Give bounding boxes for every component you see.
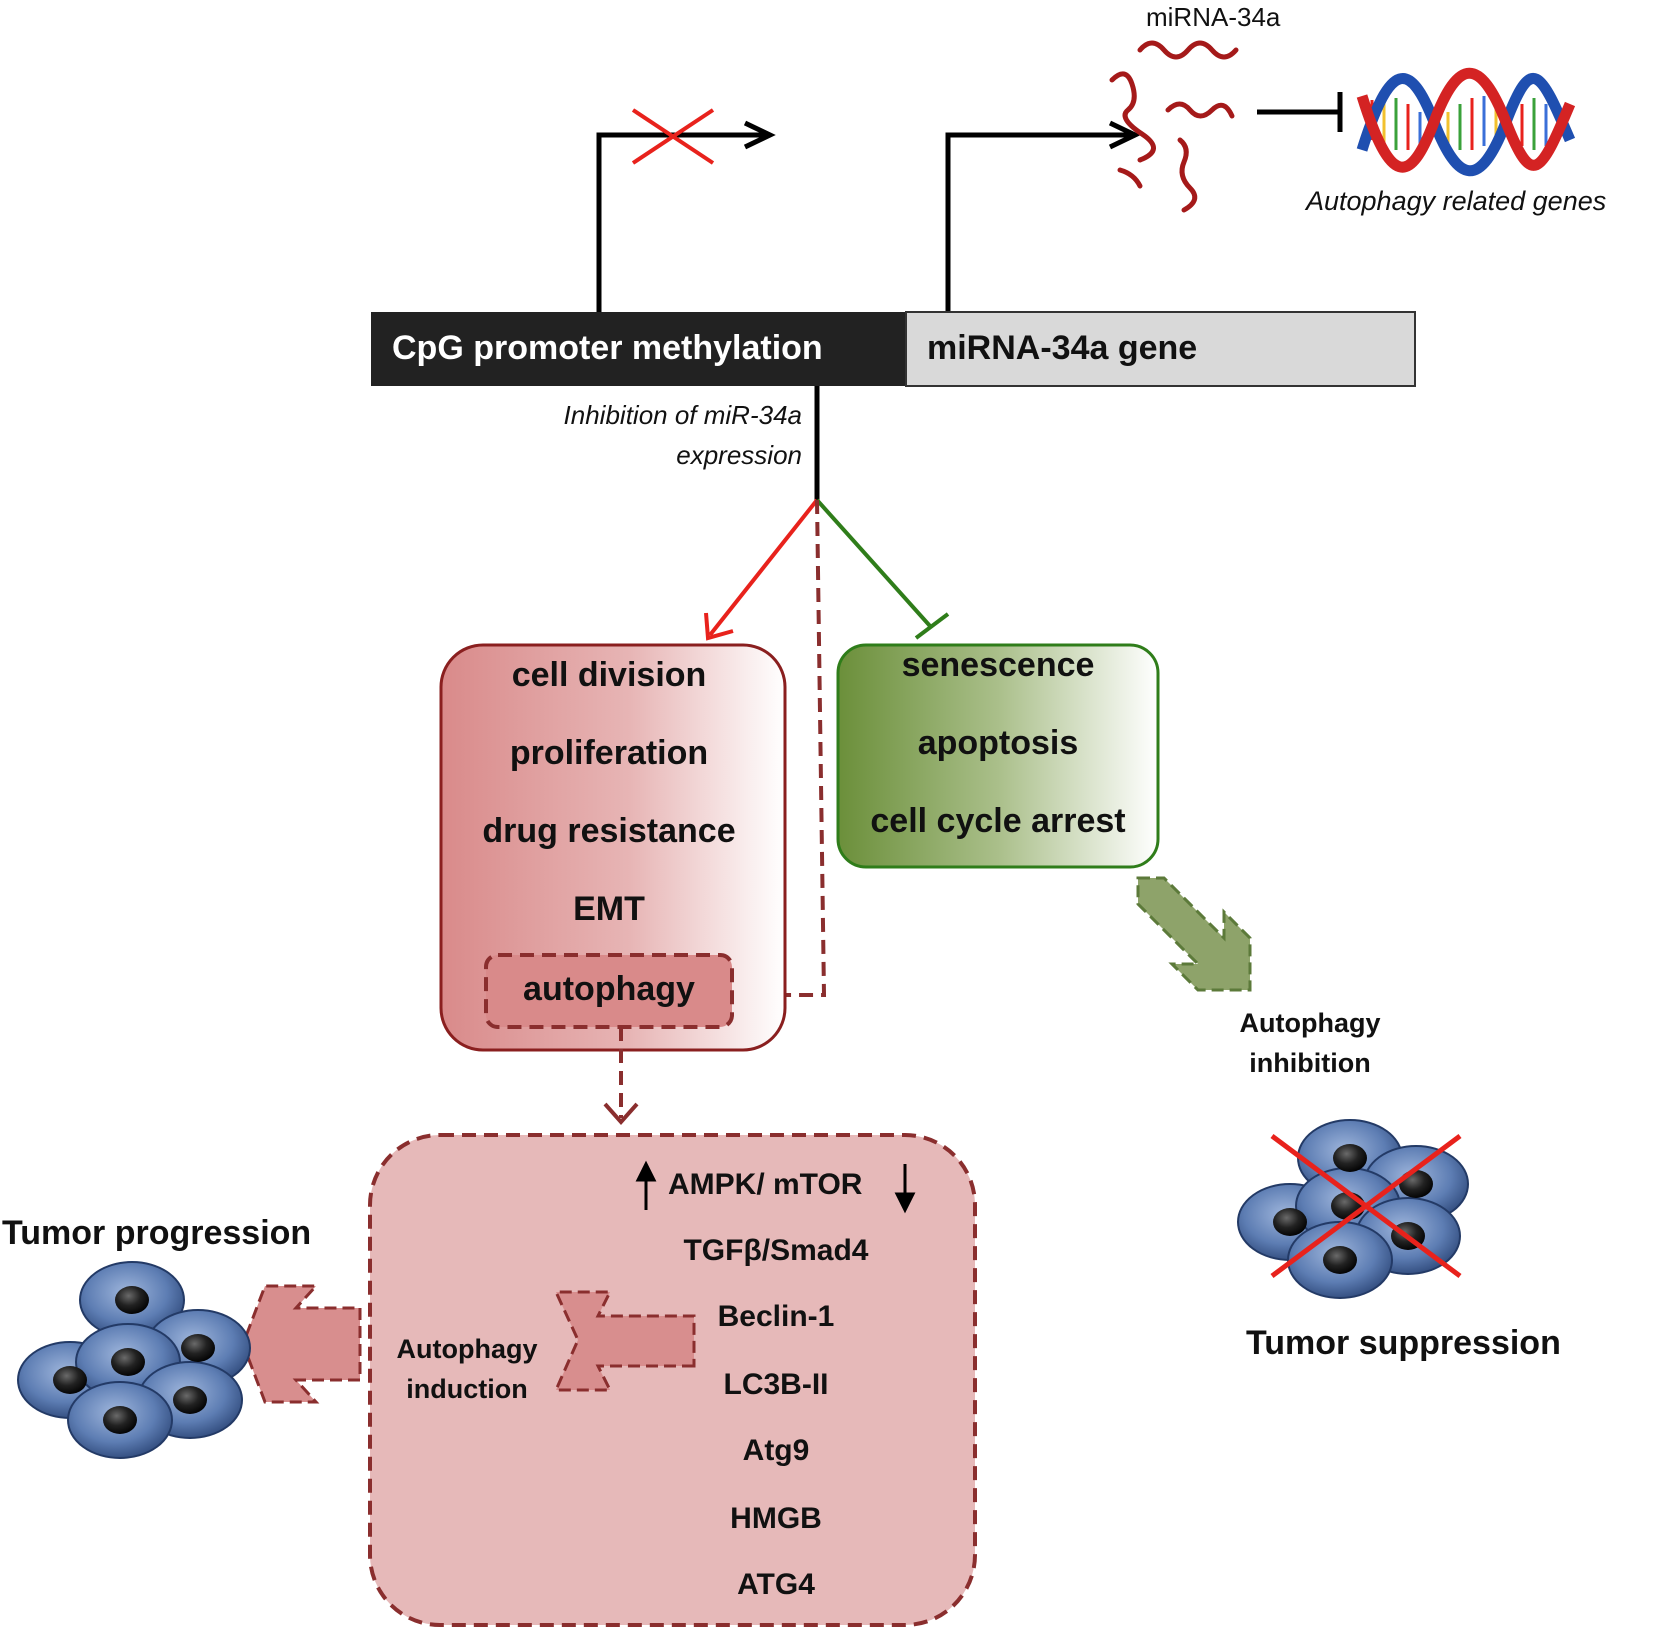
mirna-squiggle-icon [1109,40,1239,213]
up-arrow-icon [635,1160,657,1210]
suppressed-process: senescence [901,646,1095,684]
methylation-label: CpG promoter methylation [392,329,823,367]
autophagy-inhibition-line1: Autophagy [1239,1008,1381,1038]
down-arrow-icon [894,1164,916,1214]
pathway-marker: LC3B-II [723,1368,829,1401]
inhibition-arrow [815,498,950,640]
pathway-marker: ATG4 [737,1568,815,1601]
suppressed-tumor-cluster-icon [1237,1119,1469,1299]
suppression-cross-icon [1270,1133,1462,1279]
promoted-process: EMT [573,890,645,928]
suppressed-process: cell cycle arrest [870,802,1126,840]
pathway-marker: Atg9 [742,1434,810,1467]
pathway-markers-box [368,1133,977,1627]
tumor-cluster-icon [17,1261,251,1459]
gene-bar [905,311,1416,387]
activation-arrow [704,498,819,641]
blocked-cross-icon [631,108,715,165]
suppressed-processes-box [836,643,1160,869]
promoted-process: cell division [511,656,707,694]
tumor-suppression-label: Tumor suppression [1246,1324,1561,1362]
autophagy-induction-line2: induction [406,1374,528,1404]
promoted-processes-box [439,643,787,1052]
gene-label: miRNA-34a gene [927,329,1198,367]
pathway-marker: TGFβ/Smad4 [683,1234,869,1267]
inhibition-note-line1: Inhibition of miR-34a [563,400,802,430]
blocked-transcription-arrow [596,120,776,312]
promoted-process-autophagy: autophagy [523,970,695,1008]
mirna-label: miRNA-34a [1146,2,1281,32]
pathway-marker: Beclin-1 [717,1300,835,1333]
autophagy-inhibition-arrow [1136,876,1252,992]
suppressed-process: apoptosis [917,724,1079,762]
autophagy-genes-label: Autophagy related genes [1306,186,1607,216]
progression-arrow [241,1284,362,1404]
active-transcription-arrow [945,120,1141,312]
pathway-marker: HMGB [730,1502,822,1535]
autophagy-down-arrow [603,1027,639,1126]
induction-arrow [553,1290,696,1392]
inhibition-bar-to-dna [1257,92,1343,132]
autophagy-highlight-box [484,953,734,1029]
promoted-process: drug resistance [482,812,736,850]
autophagy-inhibition-line2: inhibition [1249,1048,1371,1078]
ampk-mtor-label: AMPK/ mTOR [668,1168,863,1201]
promoted-process: proliferation [509,734,709,772]
autophagy-induction-line1: Autophagy [396,1334,538,1364]
dna-helix-icon [1356,67,1576,177]
tumor-progression-label: Tumor progression [2,1214,312,1252]
methylation-bar [371,312,907,386]
inhibition-note-line2: expression [676,440,802,470]
